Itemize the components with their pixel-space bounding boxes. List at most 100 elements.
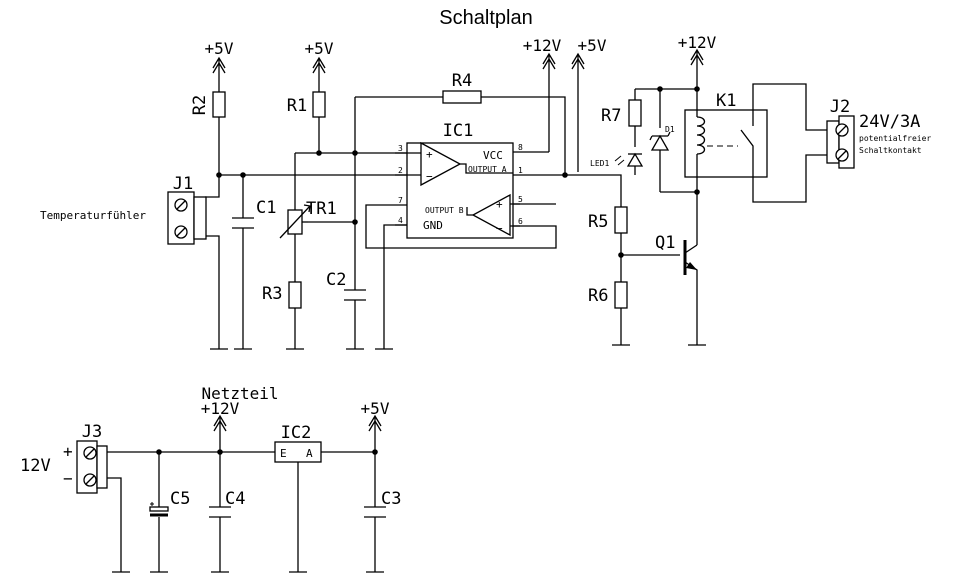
terminal-j1 xyxy=(167,191,207,245)
label-r2: R2 xyxy=(190,95,210,115)
svg-text:1: 1 xyxy=(518,166,523,175)
label-j2-desc1: potentialfreier xyxy=(859,134,931,143)
svg-text:7: 7 xyxy=(398,196,403,205)
label-r5: R5 xyxy=(588,212,608,232)
rail-12v-ic1: +12V xyxy=(523,36,562,152)
relay-k1 xyxy=(684,109,768,178)
label-j2-rating: 24V/3A xyxy=(859,112,920,132)
resistor-r1 xyxy=(312,91,326,118)
ic1-vcc-label: VCC xyxy=(483,149,503,162)
label-c1: C1 xyxy=(256,198,276,218)
svg-text:6: 6 xyxy=(518,217,523,226)
svg-text:4: 4 xyxy=(398,216,403,225)
led1 xyxy=(614,152,644,167)
svg-text:+: + xyxy=(426,148,433,161)
label-r7: R7 xyxy=(601,106,621,126)
terminal-j2 xyxy=(826,115,855,169)
wiring-psu xyxy=(107,451,384,573)
label-ic1: IC1 xyxy=(443,121,474,141)
label-r3: R3 xyxy=(262,284,282,304)
page-title: Schaltplan xyxy=(439,7,532,29)
capacitor-c5 xyxy=(149,502,169,517)
resistor-r5 xyxy=(614,206,628,234)
label-j1: J1 xyxy=(173,174,193,194)
label-led1: LED1 xyxy=(590,159,609,168)
resistor-r4 xyxy=(442,90,482,104)
svg-text:5: 5 xyxy=(518,195,523,204)
diode-d1 xyxy=(649,131,671,151)
svg-text:+12V: +12V xyxy=(523,36,562,55)
junction-dot xyxy=(618,252,624,258)
rail-5v-ic1: +5V xyxy=(571,36,607,172)
junction-dot xyxy=(657,86,663,92)
svg-text:+5V: +5V xyxy=(205,39,234,58)
rail-5v-r1: +5V xyxy=(305,39,334,92)
capacitor-c3 xyxy=(364,506,386,518)
svg-text:+5V: +5V xyxy=(578,36,607,55)
ic1-output-b-label: OUTPUT B xyxy=(425,206,464,215)
regulator-ic2 xyxy=(274,441,322,463)
svg-text:+5V: +5V xyxy=(305,39,334,58)
label-minus: − xyxy=(63,469,73,488)
svg-text:8: 8 xyxy=(518,143,523,152)
label-r4: R4 xyxy=(452,71,472,91)
rail-12v-relay: +12V xyxy=(678,33,717,89)
ic1-signs: + − + − xyxy=(426,148,503,235)
ic1-gnd-label: GND xyxy=(423,219,443,232)
label-tr1: TR1 xyxy=(306,199,337,219)
label-c4: C4 xyxy=(225,489,245,509)
ic1-chip xyxy=(365,141,565,249)
label-j2-desc2: Schaltkontakt xyxy=(859,146,922,155)
transistor-q1 xyxy=(683,240,697,275)
junction-dot xyxy=(694,189,700,195)
ic2-input-label: E xyxy=(280,447,287,460)
label-j2: J2 xyxy=(830,97,850,117)
label-q1: Q1 xyxy=(655,233,675,253)
svg-text:3: 3 xyxy=(398,144,403,153)
capacitor-c4 xyxy=(209,506,231,518)
svg-text:2: 2 xyxy=(398,166,403,175)
label-r1: R1 xyxy=(287,96,307,116)
svg-text:+5V: +5V xyxy=(361,399,390,418)
label-c3: C3 xyxy=(381,489,401,509)
label-j3: J3 xyxy=(82,422,102,442)
junction-dot xyxy=(352,150,358,156)
svg-text:+12V: +12V xyxy=(201,399,240,418)
rail-5v-psu: +5V xyxy=(361,399,390,452)
ground-symbols-top xyxy=(210,344,706,350)
svg-text:+: + xyxy=(496,198,503,211)
label-power-supply: Netzteil xyxy=(201,384,278,403)
svg-text:+12V: +12V xyxy=(678,33,717,52)
ic1-output-a-label: OUTPUT A xyxy=(468,165,507,174)
svg-text:−: − xyxy=(426,170,433,183)
ic2-output-label: A xyxy=(306,447,313,460)
rail-12v-psu: +12V xyxy=(201,399,240,452)
junction-dot xyxy=(316,150,322,156)
resistor-r3 xyxy=(288,281,302,309)
resistor-r7 xyxy=(628,99,642,127)
junction-dot xyxy=(372,449,378,455)
potentiometer-tr1 xyxy=(279,204,311,239)
label-r6: R6 xyxy=(588,286,608,306)
wiring-left xyxy=(205,96,566,349)
junction-dot xyxy=(156,449,162,455)
label-plus: + xyxy=(63,442,73,461)
junction-dot xyxy=(216,172,222,178)
junction-dot xyxy=(217,449,223,455)
label-d1: D1 xyxy=(665,125,675,134)
junction-dot xyxy=(352,219,358,225)
label-k1: K1 xyxy=(716,91,736,111)
capacitor-c2 xyxy=(344,289,366,301)
label-input-12v: 12V xyxy=(20,456,51,476)
svg-text:−: − xyxy=(496,222,503,235)
junction-dot xyxy=(240,172,246,178)
label-ic2: IC2 xyxy=(281,423,312,443)
label-c5: C5 xyxy=(170,489,190,509)
resistor-r2 xyxy=(212,91,226,118)
rail-5v-r2: +5V xyxy=(205,39,234,92)
label-temperature-sensor: Temperaturfühler xyxy=(40,209,146,222)
resistor-r6 xyxy=(614,281,628,309)
capacitor-c1 xyxy=(232,217,254,229)
junction-dot xyxy=(694,86,700,92)
